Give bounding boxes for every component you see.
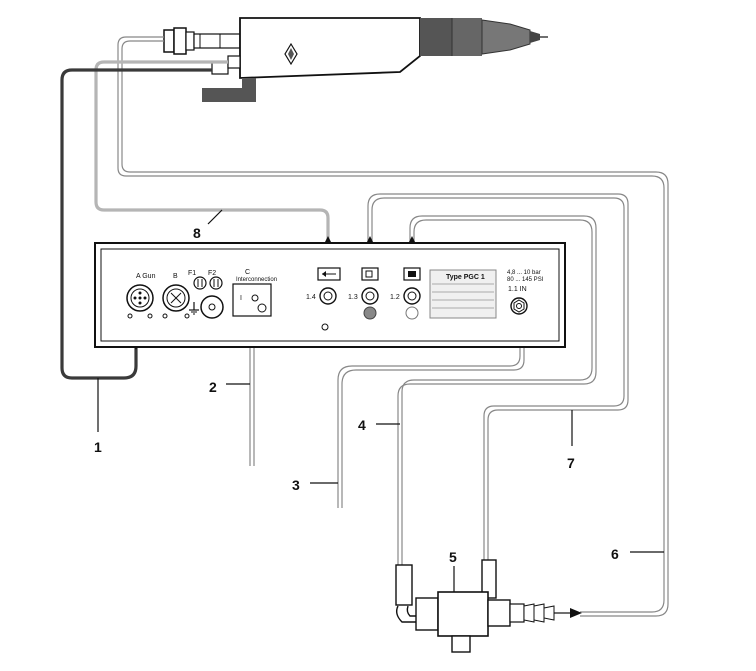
c-connector[interactable] (232, 283, 272, 317)
label-c: C (245, 269, 250, 276)
hose-4 (397, 215, 597, 565)
label-inlet: 1.1 IN (508, 286, 527, 293)
hose-8 (94, 60, 330, 242)
fuse-f2[interactable] (209, 276, 223, 290)
hose-6 (117, 36, 669, 617)
callout-8: 8 (193, 225, 201, 241)
label-port-14: 1.4 (306, 294, 316, 301)
spec-line-2: 80 ... 145 PSI (507, 277, 544, 283)
fuse-f1[interactable] (193, 276, 207, 290)
hose-1-cable (60, 68, 212, 380)
air-flow-arrow-icon (570, 608, 582, 618)
hose-3 (337, 344, 525, 508)
callout-3: 3 (292, 477, 300, 493)
label-port-13: 1.3 (348, 294, 358, 301)
callouts: 1 2 3 4 5 6 7 8 (94, 209, 664, 592)
spec-line-1: 4,8 ... 10 bar (507, 270, 541, 276)
type-label: Type PGC 1 (446, 274, 485, 281)
spray-gun (163, 17, 548, 102)
type-plate (429, 269, 497, 319)
label-b: B (173, 273, 178, 280)
cable-2 (249, 344, 255, 466)
label-on: I (240, 295, 242, 302)
panel-screw (321, 323, 329, 331)
callout-1: 1 (94, 439, 102, 455)
callout-4: 4 (358, 417, 366, 433)
label-port-12: 1.2 (390, 294, 400, 301)
label-c-sub: Interconnection (236, 277, 277, 283)
label-a-gun: A Gun (136, 273, 156, 280)
ground-symbol-icon (189, 302, 199, 315)
injector-pump (395, 559, 570, 653)
indicator-12 (405, 306, 419, 320)
callout-5: 5 (449, 549, 457, 565)
hose-7 (367, 193, 629, 560)
callout-2: 2 (209, 379, 217, 395)
control-panel: A Gun B F1 F2 C Interco (94, 242, 566, 348)
label-f2: F2 (208, 270, 216, 277)
label-f1: F1 (188, 270, 196, 277)
indicator-13 (363, 306, 377, 320)
port-13-icon (361, 267, 379, 281)
callout-6: 6 (611, 546, 619, 562)
callout-7: 7 (567, 455, 575, 471)
